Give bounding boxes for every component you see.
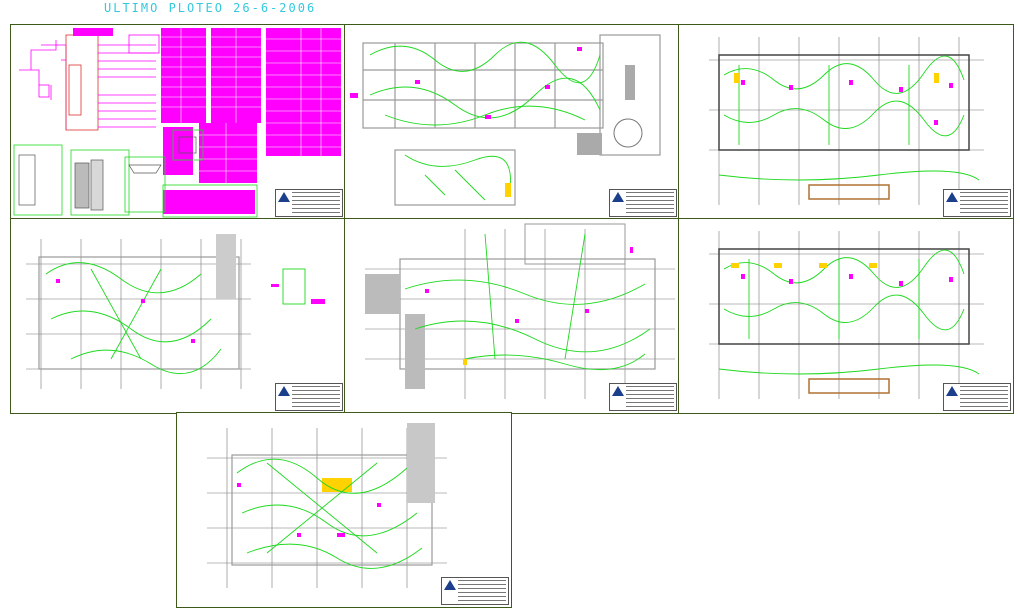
sheet-diagrams-tables-drawing (13, 28, 341, 218)
title-block (441, 577, 509, 605)
logo-icon (278, 386, 290, 396)
sheet-floor-plan-3[interactable] (678, 24, 1014, 220)
sheet-floor-plan-4[interactable] (10, 218, 346, 414)
logo-icon (278, 192, 290, 202)
sheet-floor-plan-5[interactable] (344, 218, 680, 414)
sheet-floor-plan-2-drawing (350, 34, 661, 206)
sheet-floor-plan-6[interactable] (678, 218, 1014, 414)
logo-icon (946, 192, 958, 202)
title-block (943, 189, 1011, 217)
sheet-floor-plan-2[interactable] (344, 24, 680, 220)
logo-icon (444, 580, 456, 590)
sheet-floor-plan-4-drawing (26, 234, 325, 389)
sheet-diagrams-tables[interactable] (10, 24, 346, 220)
sheet-floor-plan-5-drawing (365, 223, 675, 399)
title-block (943, 383, 1011, 411)
sheet-floor-plan-6-drawing (709, 231, 984, 399)
sheet-floor-plan-3-drawing (709, 37, 984, 205)
title-block (275, 383, 343, 411)
sheet-floor-plan-7-drawing (207, 423, 447, 588)
logo-icon (612, 386, 624, 396)
drawing-title: ULTIMO PLOTEO 26-6-2006 (104, 1, 317, 15)
logo-icon (612, 192, 624, 202)
title-block (609, 383, 677, 411)
sheet-floor-plan-7[interactable] (176, 412, 512, 608)
logo-icon (946, 386, 958, 396)
title-block (275, 189, 343, 217)
title-block (609, 189, 677, 217)
